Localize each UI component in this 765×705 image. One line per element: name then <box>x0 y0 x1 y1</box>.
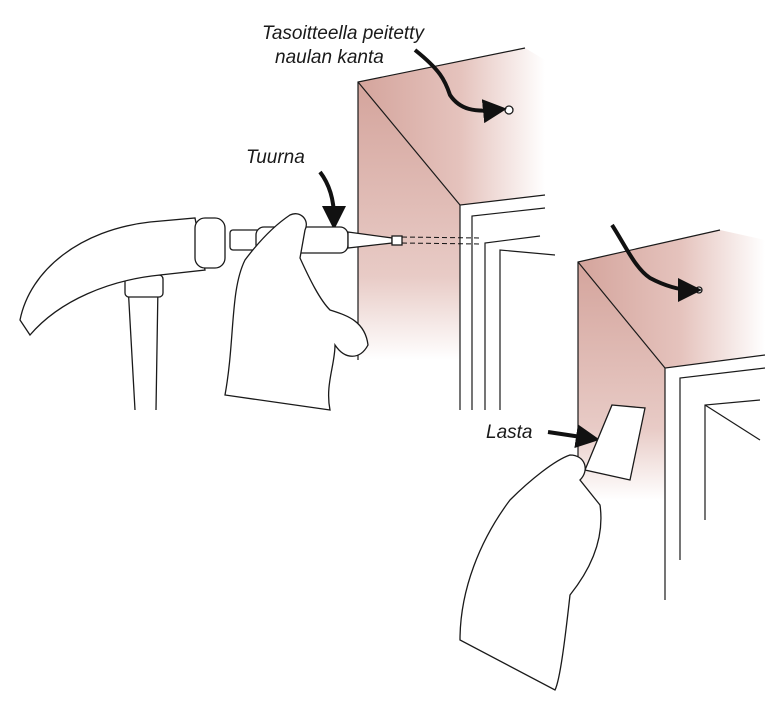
nail-set-label: Tuurna <box>246 147 305 168</box>
upper-casing <box>357 47 556 410</box>
nail-head-icon <box>695 286 703 294</box>
putty-knife <box>584 404 646 481</box>
arrow-icon <box>547 424 600 449</box>
arrow-icon <box>610 223 702 302</box>
putty-knife-label: Lasta <box>486 422 532 443</box>
nail-head-label-line1: Tasoitteella peitetty <box>262 23 425 44</box>
hand <box>459 454 602 691</box>
nail-head-label-line2: naulan kanta <box>275 47 384 68</box>
nail-head-icon <box>504 105 514 115</box>
hammer <box>19 217 226 411</box>
hand <box>224 213 369 411</box>
arrow-icon <box>318 170 346 230</box>
arrow-icon <box>413 48 507 124</box>
